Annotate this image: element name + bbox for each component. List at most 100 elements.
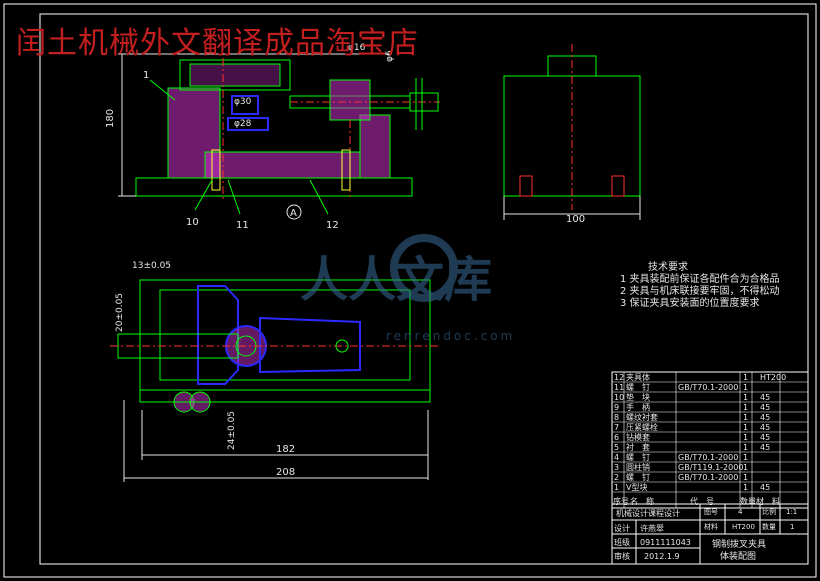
- material-label: 材料: [704, 522, 718, 531]
- tech-item: 1 夹具装配前保证各配件合为合格品: [620, 274, 780, 285]
- figno-label: 图号: [704, 508, 718, 516]
- bom-qty: 1: [743, 393, 748, 402]
- student-id: 0911111043: [640, 538, 691, 547]
- drawing-title-line2: 体装配图: [720, 550, 756, 562]
- bom-qty: 1: [743, 413, 748, 422]
- balloon-12: 12: [326, 220, 339, 231]
- bom-name: 衬 套: [626, 442, 650, 452]
- dim-height-180: 180: [105, 109, 116, 128]
- tech-item: 2 夹具与机床联接要牢固，不得松动: [620, 286, 780, 297]
- view-label-a: A: [290, 208, 297, 219]
- bom-qty: 1: [743, 463, 748, 472]
- bom-no: 4: [614, 453, 619, 462]
- bom-qty: 1: [743, 373, 748, 382]
- bom-material: 45: [760, 443, 770, 452]
- brand-logo-icon: [390, 234, 458, 302]
- bom-qty: 1: [743, 453, 748, 462]
- bom-no: 10: [614, 393, 624, 402]
- bom-name: 钻模套: [626, 432, 650, 442]
- qty: 1: [790, 523, 794, 531]
- dim-width-100: 100: [566, 214, 585, 225]
- bom-qty: 1: [743, 403, 748, 412]
- check-label: 审核: [614, 551, 630, 561]
- bom-name: 夹具体: [626, 372, 650, 382]
- bom-header-name: 名 称: [630, 496, 654, 506]
- bom-name: 螺 钉: [626, 382, 650, 392]
- tech-heading: 技术要求: [648, 262, 688, 273]
- bom-qty: 1: [743, 383, 748, 392]
- brand-url: renrendoc.com: [386, 329, 515, 343]
- scale: 1:1: [786, 508, 797, 516]
- qty-label: 数量: [762, 522, 776, 531]
- bom-qty: 1: [743, 483, 748, 492]
- bom-material: 45: [760, 393, 770, 402]
- bom-name: 垫 块: [626, 392, 650, 402]
- class-label: 班级: [614, 537, 630, 547]
- drawing-title-line1: 钢制拨叉夹具: [712, 538, 766, 550]
- drawing-frame: [39, 13, 809, 565]
- brand-watermark: 人人文库 renrendoc.com: [300, 234, 515, 343]
- brand-name: 人人文库: [300, 252, 492, 308]
- bom-name: 手 柄: [626, 402, 650, 412]
- course-name: 机械设计课程设计: [616, 508, 680, 518]
- dim-phi28: φ28: [234, 119, 252, 129]
- plan-view: 13±0.05 20±0.05 24±0.05 182 208: [110, 261, 440, 482]
- bom-qty: 1: [743, 443, 748, 452]
- bom-no: 9: [614, 403, 619, 412]
- scale-label: 比例: [762, 507, 776, 516]
- dim-208: 208: [276, 467, 295, 478]
- bom-qty: 1: [743, 423, 748, 432]
- bom-header-code: 代 号: [690, 496, 714, 506]
- dim-13: 13±0.05: [132, 261, 171, 271]
- tech-item: 3 保证夹具安装面的位置度要求: [620, 298, 760, 309]
- bom-name: 圆柱销: [626, 462, 650, 472]
- designer-label: 设计: [614, 523, 630, 533]
- bom-no: 11: [614, 383, 624, 392]
- title-block: 机械设计课程设计 设计 许燕翠 0911111043 班级 审核 2012.1.…: [611, 503, 809, 565]
- outer-border: [3, 3, 817, 578]
- bom-code: GB/T70.1-2000: [678, 383, 738, 392]
- balloon-10: 10: [186, 217, 199, 228]
- bom-material: HT200: [760, 373, 786, 382]
- front-view: 180 φ30 φ28 φ16 φ6 1 10 11 12 A: [105, 42, 440, 231]
- bom-material: 45: [760, 433, 770, 442]
- designer-name: 许燕翠: [640, 523, 664, 533]
- figno: 4: [738, 508, 743, 516]
- bom-no: 6: [614, 433, 619, 442]
- balloon-11: 11: [236, 220, 249, 231]
- bom-material: 45: [760, 483, 770, 492]
- bom-no: 12: [614, 373, 624, 382]
- balloon-1: 1: [143, 70, 149, 81]
- bom-material: 45: [760, 413, 770, 422]
- bom-name: 压紧螺栓: [626, 422, 658, 432]
- bom-qty: 1: [743, 433, 748, 442]
- bom-qty: 1: [743, 473, 748, 482]
- bom-code: GB/T119.1-2000: [678, 463, 743, 472]
- dim-phi30: φ30: [234, 97, 252, 107]
- bom-header-no: 序号: [613, 496, 629, 506]
- shop-watermark-title: 闰土机械外文翻译成品淘宝店: [16, 26, 419, 61]
- bom-no: 8: [614, 413, 619, 422]
- bom-no: 3: [614, 463, 619, 472]
- bom-code: GB/T70.1-2000: [678, 453, 738, 462]
- bom-name: 螺 钉: [626, 452, 650, 462]
- dim-20: 20±0.05: [115, 293, 125, 332]
- bom-no: 5: [614, 443, 619, 452]
- bom-material: 45: [760, 423, 770, 432]
- bom-name: 螺纹衬套: [626, 412, 658, 422]
- side-view: 100: [503, 44, 641, 225]
- dim-phi16: φ16: [348, 43, 366, 53]
- dim-24: 24±0.05: [227, 411, 237, 450]
- date: 2012.1.9: [644, 552, 680, 561]
- dim-182: 182: [276, 444, 295, 455]
- dim-phi6: φ6: [385, 50, 395, 62]
- bom-name: V型块: [626, 482, 647, 492]
- bom-no: 1: [614, 483, 619, 492]
- bom-code: GB/T70.1-2000: [678, 473, 738, 482]
- bom-material: 45: [760, 403, 770, 412]
- bom-name: 螺 钉: [626, 472, 650, 482]
- bom-header-qty: 数量: [740, 496, 756, 506]
- material: HT200: [732, 523, 755, 531]
